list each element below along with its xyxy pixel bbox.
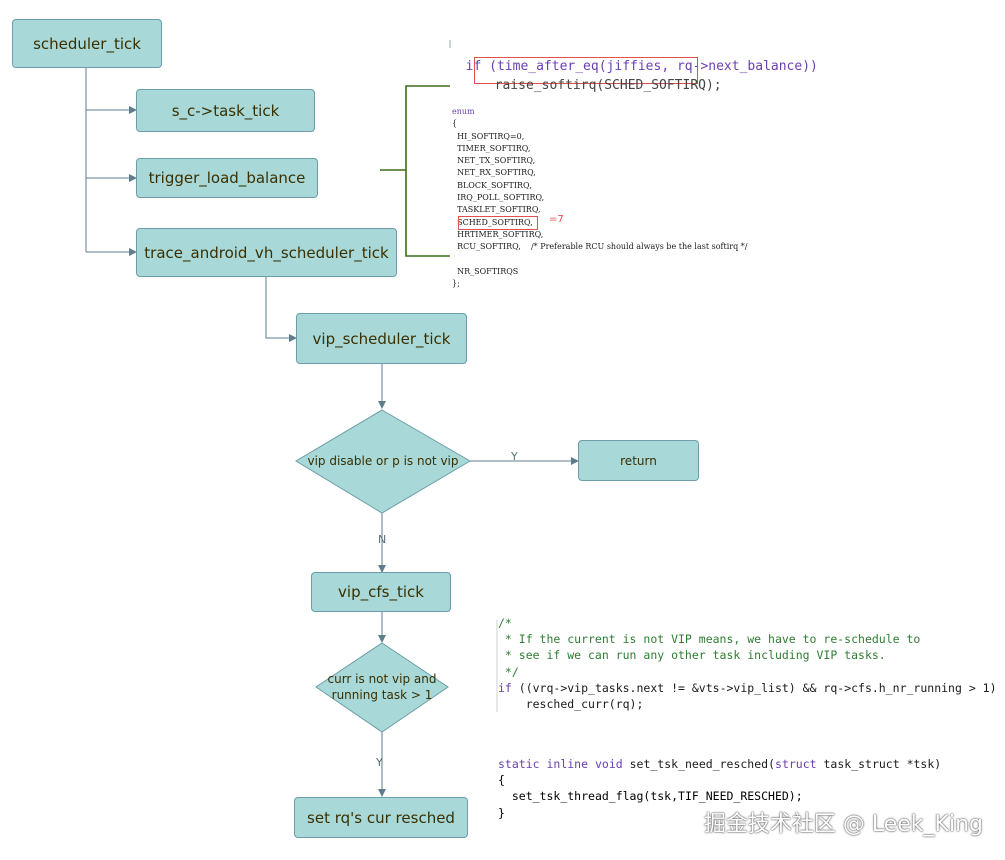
node-scheduler-tick: scheduler_tick [12, 19, 162, 68]
node-task-tick-label: s_c->task_tick [171, 101, 280, 120]
decision-curr-line1: curr is not vip and [327, 672, 437, 686]
enum-item-5: IRQ_POLL_SOFTIRQ, [457, 193, 545, 203]
code-tsk-fn: set_tsk_need_resched( [629, 757, 776, 771]
highlight-raise-softirq [474, 57, 698, 84]
node-vip-scheduler-tick: vip_scheduler_tick [296, 313, 467, 364]
code-raise-softirq: raise_softirq(SCHED_SOFTIRQ); [479, 62, 722, 94]
code-vip-check: /* * If the current is not VIP means, we… [498, 615, 997, 712]
enum-annotation: =7 [549, 214, 564, 225]
node-trace-vh-label: trace_android_vh_scheduler_tick [144, 243, 389, 262]
code-tsk-rest: task_struct *tsk) [823, 757, 942, 771]
code-tsk-open: { [498, 773, 505, 788]
code-vip-comment-4: */ [498, 664, 519, 679]
code-if-line: if (time_after_eq(jiffies, rq->next_bala… [465, 59, 818, 74]
code-tsk-struct: struct [775, 757, 817, 771]
edge-label-yes-2: Y [376, 756, 383, 769]
edge-label-no: N [378, 533, 387, 546]
code-tsk-body: set_tsk_thread_flag(tsk,TIF_NEED_RESCHED… [511, 789, 803, 804]
enum-item-3: NET_RX_SOFTIRQ, [457, 168, 536, 178]
enum-last: NR_SOFTIRQS [457, 266, 519, 276]
code-tsk-inline: inline [546, 757, 589, 771]
code-tsk-void: void [594, 757, 623, 771]
enum-open: { [452, 119, 458, 129]
node-return: return [578, 440, 699, 481]
code-vip-comment-1: /* [498, 616, 512, 630]
enum-item-4: BLOCK_SOFTIRQ, [457, 180, 532, 190]
enum-item-8: HRTIMER_SOFTIRQ, [457, 229, 544, 239]
green-bracket [380, 85, 450, 257]
decision-vip-disable [295, 409, 471, 514]
enum-rcu-comment: /* Preferable RCU should always be the l… [530, 242, 748, 252]
enum-item-0: HI_SOFTIRQ=0, [457, 131, 525, 141]
decision-curr-not-vip [315, 642, 449, 733]
code-raise-softirq-text: raise_softirq(SCHED_SOFTIRQ); [494, 78, 722, 93]
decision-vip-disable-label: vip disable or p is not vip [307, 454, 459, 468]
code-vip-call: resched_curr(rq); [525, 697, 644, 712]
code-tsk-close: } [498, 805, 505, 820]
node-task-tick: s_c->task_tick [136, 89, 315, 132]
enum-close: }; [452, 279, 460, 289]
enum-item-6: TASKLET_SOFTIRQ, [457, 205, 541, 215]
node-trigger-load-balance: trigger_load_balance [136, 158, 318, 198]
node-vip-cfs-tick-label: vip_cfs_tick [338, 583, 424, 601]
node-set-resched-label: set rq's cur resched [307, 808, 455, 827]
node-scheduler-tick-label: scheduler_tick [33, 34, 141, 53]
edge-to-vip-sched [265, 277, 297, 342]
code-vip-if: if [498, 680, 512, 695]
enum-item-7: SCHED_SOFTIRQ, [457, 217, 533, 227]
code-vip-cond: ((vrq->vip_tasks.next != &vts->vip_list)… [511, 680, 997, 695]
code-tsk-static: static [498, 757, 540, 771]
enum-item-2: NET_TX_SOFTIRQ, [457, 156, 536, 166]
enum-block: enum { HI_SOFTIRQ=0, TIMER_SOFTIRQ, NET_… [452, 106, 747, 290]
watermark: 掘金技术社区 @ Leek_King [703, 812, 983, 837]
node-return-label: return [620, 453, 657, 468]
decision-curr-line2: running task > 1 [331, 688, 433, 702]
enum-item-9: RCU_SOFTIRQ, [457, 242, 521, 252]
highlight-sched-softirq [458, 216, 538, 230]
code-vip-comment-2: * If the current is not VIP means, we ha… [498, 632, 921, 647]
edge-label-yes-1: Y [511, 450, 518, 463]
node-trigger-load-balance-label: trigger_load_balance [148, 169, 306, 187]
enum-item-1: TIMER_SOFTIRQ, [457, 143, 531, 153]
enum-keyword: enum [452, 107, 475, 116]
node-trace-vh: trace_android_vh_scheduler_tick [136, 228, 397, 277]
node-vip-scheduler-tick-label: vip_scheduler_tick [312, 329, 451, 348]
code-vip-comment-3: * see if we can run any other task inclu… [498, 648, 886, 663]
code-set-tsk-need-resched: static inline void set_tsk_need_resched(… [498, 756, 941, 821]
node-set-resched: set rq's cur resched [294, 797, 468, 838]
code-time-after-eq: if (time_after_eq(jiffies, rq->next_bala… [450, 43, 818, 75]
node-vip-cfs-tick: vip_cfs_tick [311, 572, 451, 612]
